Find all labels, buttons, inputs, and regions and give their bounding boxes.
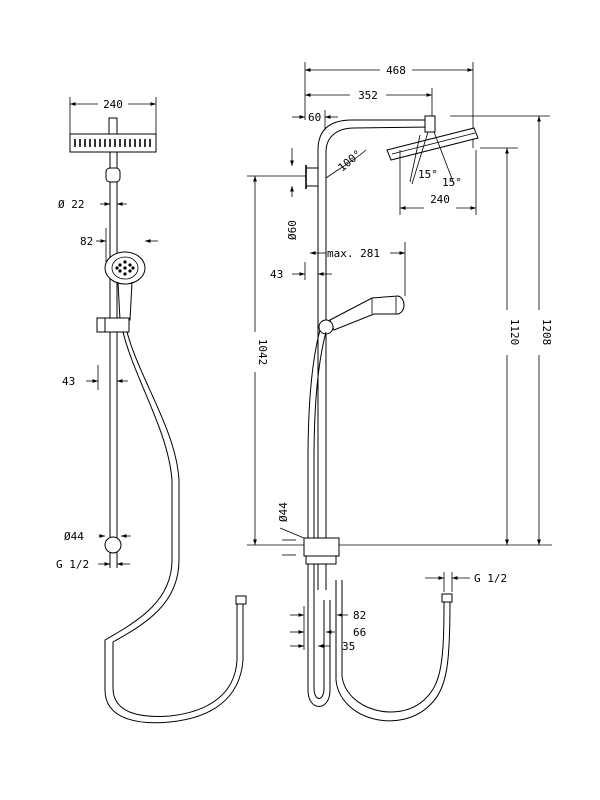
hand-shower-front: 82: [80, 228, 158, 333]
svg-text:240: 240: [430, 193, 450, 206]
hand-shower-side: [318, 295, 405, 335]
svg-text:G 1/2: G 1/2: [474, 572, 507, 585]
shower-pipe-front: [105, 152, 121, 568]
svg-text:Ø 22: Ø 22: [58, 198, 85, 211]
spray-nozzle-mark: [118, 269, 122, 273]
wall-bracket-side: Ø60: [286, 148, 319, 240]
svg-text:100°: 100°: [336, 147, 365, 174]
svg-text:Ø60: Ø60: [286, 220, 299, 240]
hose-front: [104, 331, 247, 724]
dim-overall-reach: 468: [304, 62, 474, 148]
dim-head-width-front: 240: [69, 97, 157, 135]
svg-text:1120: 1120: [508, 319, 521, 346]
dim-pipe-dia-front: Ø 22: [58, 198, 127, 211]
dim-arm-reach: 352: [305, 88, 433, 120]
front-view: 240 Ø 22 82: [56, 97, 247, 724]
dim-height-1120: 1120: [505, 148, 521, 545]
svg-text:43: 43: [270, 268, 283, 281]
dim-bottom-stack: 82 66 35: [290, 606, 366, 653]
svg-text:max. 281: max. 281: [327, 247, 380, 260]
svg-text:35: 35: [342, 640, 355, 653]
svg-text:468: 468: [386, 64, 406, 77]
svg-text:1042: 1042: [256, 339, 269, 366]
spray-nozzle-mark: [128, 263, 132, 267]
svg-text:66: 66: [353, 626, 366, 639]
outlet-side: G 1/2: [425, 572, 507, 592]
svg-text:1208: 1208: [540, 319, 553, 346]
svg-text:Ø44: Ø44: [64, 530, 84, 543]
side-view: 468 352 60: [247, 62, 553, 722]
svg-text:82: 82: [80, 235, 93, 248]
svg-text:240: 240: [103, 98, 123, 111]
svg-text:60: 60: [308, 111, 321, 124]
spray-nozzle-mark: [131, 266, 135, 270]
svg-text:352: 352: [358, 89, 378, 102]
spray-nozzle-mark: [115, 266, 119, 270]
dim-holder-offset-front: 43: [62, 365, 128, 390]
svg-text:15°: 15°: [442, 176, 462, 189]
dim-angle-100: 100°: [325, 147, 367, 179]
diverter-side: Ø44: [277, 502, 340, 590]
dim-max-281: max. 281: [310, 242, 406, 296]
svg-text:15°: 15°: [418, 168, 438, 181]
svg-text:G 1/2: G 1/2: [56, 558, 89, 571]
diverter-front: Ø44: [64, 530, 131, 554]
spray-nozzle-mark: [123, 272, 127, 276]
svg-text:Ø44: Ø44: [277, 502, 290, 522]
svg-text:43: 43: [62, 375, 75, 388]
spray-nozzle-mark: [123, 266, 127, 270]
spray-nozzle-mark: [118, 263, 122, 267]
shower-arm-side: [317, 115, 436, 180]
dim-height-1042: 1042: [253, 176, 269, 545]
outlet-front: G 1/2: [56, 558, 130, 571]
spray-nozzle-mark: [123, 260, 127, 264]
dim-wall-offset-60: 60: [292, 110, 338, 130]
svg-text:82: 82: [353, 609, 366, 622]
spray-nozzle-mark: [128, 269, 132, 273]
shower-pipe-side: [317, 180, 327, 540]
overhead-shower-head-side: 15° 15° 240: [386, 127, 479, 215]
dim-height-1208: 1208: [537, 116, 553, 545]
hose-side: [307, 329, 453, 722]
dim-pipe-offset-side: 43: [270, 262, 332, 281]
overhead-shower-head-front: [69, 117, 157, 153]
